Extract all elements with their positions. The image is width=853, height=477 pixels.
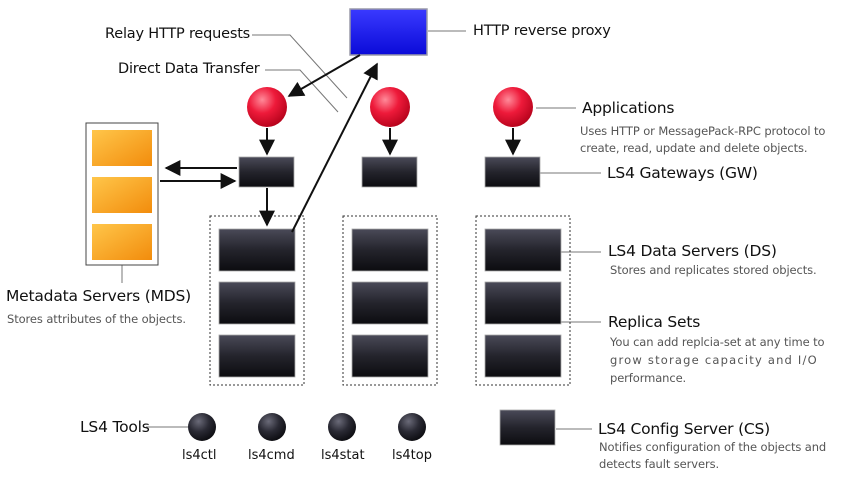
applications-description-line-2: create, read, update and delete objects. bbox=[580, 141, 808, 155]
tool-ls4cmd-label: ls4cmd bbox=[248, 448, 295, 463]
data-server-2-1 bbox=[351, 228, 429, 272]
applications-description-line-1: Uses HTTP or MessagePack-RPC protocol to bbox=[580, 124, 826, 138]
config-server bbox=[499, 409, 556, 446]
tool-ls4stat-label: ls4stat bbox=[321, 448, 365, 463]
data-server-3-2 bbox=[484, 281, 562, 325]
gateway-node-3 bbox=[484, 156, 541, 188]
application-node-2 bbox=[370, 87, 410, 127]
data-servers-description: Stores and replicates stored objects. bbox=[610, 263, 817, 277]
tool-ls4top-label: ls4top bbox=[392, 448, 432, 463]
config-server-description-line-2: detects fault servers. bbox=[599, 457, 720, 471]
arrow-proxy-to-app bbox=[287, 54, 361, 97]
gateway-node-1 bbox=[238, 156, 295, 188]
metadata-servers-description: Stores attributes of the objects. bbox=[7, 312, 186, 326]
direct-data-transfer-label: Direct Data Transfer bbox=[118, 61, 260, 77]
arrow-ds-to-proxy bbox=[291, 62, 378, 233]
replica-set-3 bbox=[475, 215, 571, 386]
replica-set-2 bbox=[342, 215, 438, 386]
data-server-1-3 bbox=[218, 334, 296, 378]
tool-ls4ctl-label: ls4ctl bbox=[182, 448, 217, 463]
replica-sets-label: Replica Sets bbox=[608, 313, 701, 331]
tool-ls4ctl-node bbox=[188, 413, 216, 441]
replica-sets-description-line-3: performance. bbox=[610, 371, 687, 385]
applications-label: Applications bbox=[582, 99, 675, 117]
application-node-1 bbox=[247, 87, 287, 127]
data-server-3-3 bbox=[484, 334, 562, 378]
tool-ls4stat-node bbox=[328, 413, 356, 441]
metadata-servers-label: Metadata Servers (MDS) bbox=[6, 287, 191, 305]
flow-arrows bbox=[160, 54, 521, 233]
replica-set-1 bbox=[209, 215, 305, 386]
data-servers-label: LS4 Data Servers (DS) bbox=[608, 242, 777, 260]
data-servers bbox=[218, 228, 562, 378]
config-server-description-line-1: Notifies configuration of the objects an… bbox=[599, 440, 827, 454]
tool-ls4cmd-node bbox=[258, 413, 286, 441]
metadata-server-2 bbox=[92, 177, 152, 213]
http-reverse-proxy-label: HTTP reverse proxy bbox=[473, 23, 611, 39]
http-reverse-proxy bbox=[349, 8, 428, 56]
data-server-2-2 bbox=[351, 281, 429, 325]
gateway-node-2 bbox=[361, 156, 418, 188]
data-server-1-2 bbox=[218, 281, 296, 325]
tool-ls4top-node bbox=[398, 413, 426, 441]
config-server-label: LS4 Config Server (CS) bbox=[598, 420, 771, 438]
application-node-3 bbox=[493, 87, 533, 127]
replica-sets-description-line-2: grow storage capacity and I/O bbox=[610, 353, 818, 367]
gateways-label: LS4 Gateways (GW) bbox=[607, 164, 758, 182]
data-server-3-1 bbox=[484, 228, 562, 272]
replica-sets-description-line-1: You can add replcia-set at any time to bbox=[610, 335, 825, 349]
data-server-1-1 bbox=[218, 228, 296, 272]
metadata-server-3 bbox=[92, 224, 152, 260]
data-server-2-3 bbox=[351, 334, 429, 378]
ls4-tools-label: LS4 Tools bbox=[80, 418, 150, 436]
relay-http-requests-label: Relay HTTP requests bbox=[105, 26, 251, 42]
metadata-server-1 bbox=[92, 130, 152, 166]
